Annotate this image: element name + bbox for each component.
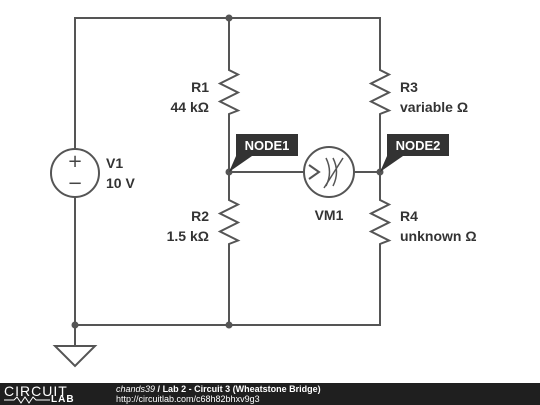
ground-symbol[interactable] [52,345,98,368]
footer-title-line: chands39 / Lab 2 - Circuit 3 (Wheatstone… [116,384,321,394]
junction-dot [71,321,79,329]
schematic-canvas: + − V1 10 V R1 44 kΩ R2 1.5 kΩ R3 variab… [50,14,477,368]
footer-info: chands39 / Lab 2 - Circuit 3 (Wheatstone… [116,384,321,404]
v1-value-label: 10 V [106,175,135,191]
resistor-r2[interactable] [217,195,241,248]
junction-dot [225,321,233,329]
junction-dot [225,14,233,22]
vm1-name-label: VM1 [315,207,344,223]
r3-name-label: R3 [400,79,418,95]
voltage-source-circle [50,148,100,198]
voltage-source-v1[interactable]: + − [50,148,100,198]
node1-tag[interactable]: NODE1 [229,134,298,172]
r4-name-label: R4 [400,208,418,224]
r4-value-label: unknown Ω [400,228,477,244]
v1-name-label: V1 [106,155,123,171]
voltmeter-needle-icon [323,157,344,189]
resistor-r4[interactable] [368,195,392,248]
r3-value-label: variable Ω [400,99,468,115]
voltmeter-vm1[interactable] [303,146,355,198]
r1-value-label: 44 kΩ [171,99,209,115]
logo-lab-text: LAB [51,394,75,405]
node2-tag-pointer [380,156,403,172]
circuitlab-logo[interactable]: CIRCUIT LAB [4,383,104,405]
logo-resistor-icon [4,396,50,404]
minus-sign: − [67,173,82,194]
voltmeter-arrow-icon [308,164,321,180]
plus-sign: + [67,151,82,172]
wires [74,17,381,347]
resistor-r3[interactable] [368,65,392,118]
r2-name-label: R2 [191,208,209,224]
footer-circuit-title: Lab 2 - Circuit 3 (Wheatstone Bridge) [162,384,321,394]
node1-tag-box [236,134,298,156]
node2-tag-label: NODE2 [396,138,441,153]
node2-tag[interactable]: NODE2 [380,134,449,172]
voltmeter-scale-icon [332,157,338,187]
logo-circuit-text: CIRCUIT [4,383,68,399]
footer-url[interactable]: http://circuitlab.com/c68h82bhxv9g3 [116,394,260,404]
resistor-r1[interactable] [217,65,241,118]
r1-name-label: R1 [191,79,209,95]
footer-bar: CIRCUIT LAB chands39 / Lab 2 - Circuit 3… [0,383,540,405]
footer-username[interactable]: chands39 [116,384,156,394]
node1-tag-label: NODE1 [245,138,290,153]
r2-value-label: 1.5 kΩ [167,228,209,244]
footer-separator: / [155,384,163,394]
node1-tag-pointer [229,156,252,172]
node2-tag-box [387,134,449,156]
